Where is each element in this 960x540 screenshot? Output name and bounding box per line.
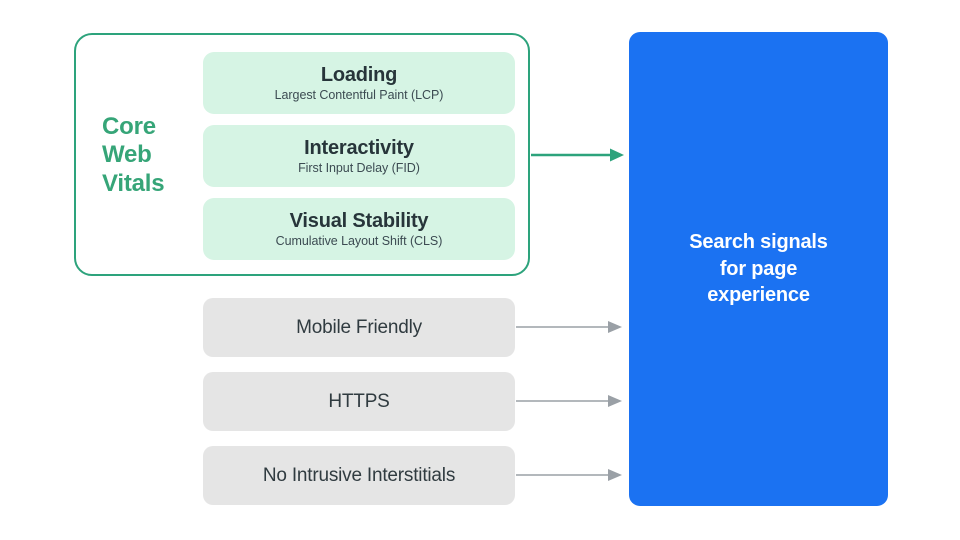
metric-card-visual-stability: Visual Stability Cumulative Layout Shift… xyxy=(203,198,515,260)
metric-title: Loading xyxy=(320,63,398,86)
signal-label: HTTPS xyxy=(328,390,390,412)
signal-label: Mobile Friendly xyxy=(296,316,422,338)
metric-title: Visual Stability xyxy=(289,209,429,232)
arrow-https-to-outcome xyxy=(516,395,622,407)
arrow-mobile-friendly-to-outcome xyxy=(516,321,622,333)
metric-subtitle: Cumulative Layout Shift (CLS) xyxy=(275,233,443,248)
signal-no-intrusive-interstitials: No Intrusive Interstitials xyxy=(203,446,515,505)
outcome-panel-label: Search signals for page experience xyxy=(689,231,828,307)
signal-mobile-friendly: Mobile Friendly xyxy=(203,298,515,357)
metric-subtitle: First Input Delay (FID) xyxy=(298,160,420,175)
outcome-panel: Search signals for page experience xyxy=(629,32,888,506)
core-web-vitals-group-label: Core Web Vitals xyxy=(102,113,194,198)
signal-https: HTTPS xyxy=(203,372,515,431)
arrow-core-web-vitals-to-outcome xyxy=(531,148,624,162)
metric-card-interactivity: Interactivity First Input Delay (FID) xyxy=(203,125,515,187)
core-web-vitals-label-line-1: Core xyxy=(102,113,156,140)
metric-subtitle: Largest Contentful Paint (LCP) xyxy=(274,87,444,102)
core-web-vitals-group xyxy=(74,33,530,276)
arrow-no-intrusive-interstitials-to-outcome xyxy=(516,469,622,481)
signal-label: No Intrusive Interstitials xyxy=(262,464,456,486)
metric-card-loading: Loading Largest Contentful Paint (LCP) xyxy=(203,52,515,114)
core-web-vitals-label-line-2: Web xyxy=(102,141,152,169)
core-web-vitals-label-line-3: Vitals xyxy=(102,169,165,197)
metric-title: Interactivity xyxy=(304,136,414,159)
